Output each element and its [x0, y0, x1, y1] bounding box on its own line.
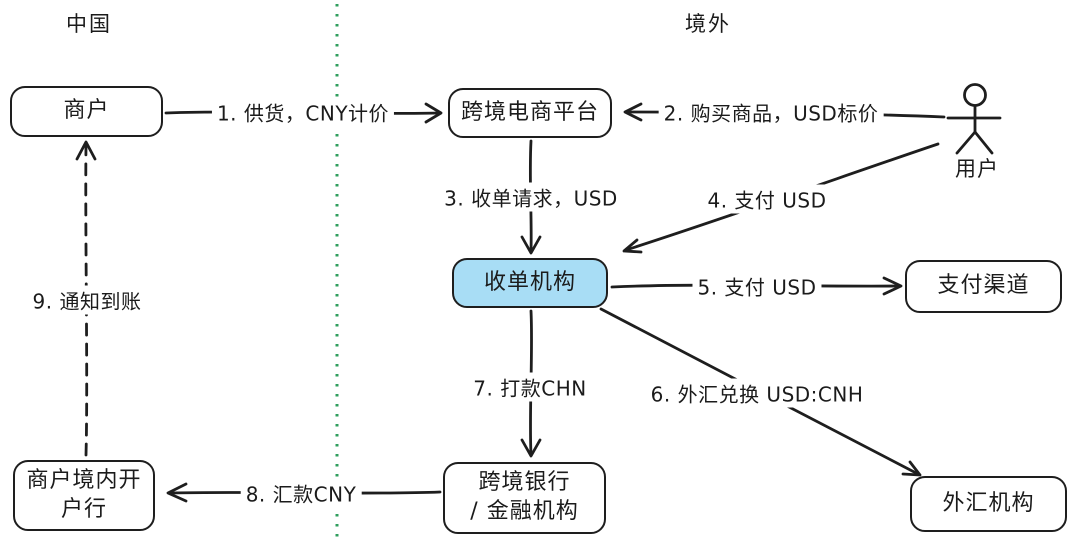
- edge-1-label: 1. 供货，CNY计价: [211, 97, 395, 127]
- edge-7-label: 7. 打款CHN: [468, 372, 592, 402]
- edge-9-label: 9. 通知到账: [27, 285, 147, 315]
- user-stick-figure-icon: [946, 83, 1002, 155]
- edge-4-label: 4. 支付 USD: [702, 184, 832, 214]
- node-merchant: 商户: [10, 86, 163, 137]
- node-payment-channel: 支付渠道: [905, 260, 1062, 313]
- node-forex-agency-label: 外汇机构: [942, 490, 1035, 516]
- edge-2-label: 2. 购买商品，USD标价: [658, 97, 884, 127]
- node-ecommerce-platform-label: 跨境电商平台: [460, 99, 599, 125]
- node-acquirer: 收单机构: [452, 258, 608, 308]
- node-ecommerce-platform: 跨境电商平台: [448, 88, 612, 138]
- node-forex-agency: 外汇机构: [910, 476, 1067, 532]
- user-actor-label: 用户: [955, 157, 999, 181]
- node-merchant-domestic-bank: 商户境内开户行: [13, 460, 155, 531]
- node-acquirer-label: 收单机构: [483, 269, 576, 295]
- node-payment-channel-label: 支付渠道: [937, 273, 1030, 299]
- edge-5-label: 5. 支付 USD: [692, 271, 822, 301]
- node-cross-border-bank-label-line2: / 金融机构: [470, 499, 579, 524]
- node-cross-border-bank: 跨境银行 / 金融机构: [443, 462, 606, 534]
- node-merchant-label: 商户: [63, 98, 110, 124]
- edge-8-label: 8. 汇款CNY: [240, 478, 362, 508]
- edge-6-label: 6. 外汇兑换 USD:CNH: [645, 378, 869, 408]
- region-label-overseas: 境外: [685, 12, 731, 36]
- node-merchant-domestic-bank-label: 商户境内开户行: [26, 467, 142, 522]
- region-label-china: 中国: [66, 12, 112, 36]
- edge-3-label: 3. 收单请求，USD: [439, 182, 623, 212]
- node-cross-border-bank-label-line1: 跨境银行: [478, 470, 571, 496]
